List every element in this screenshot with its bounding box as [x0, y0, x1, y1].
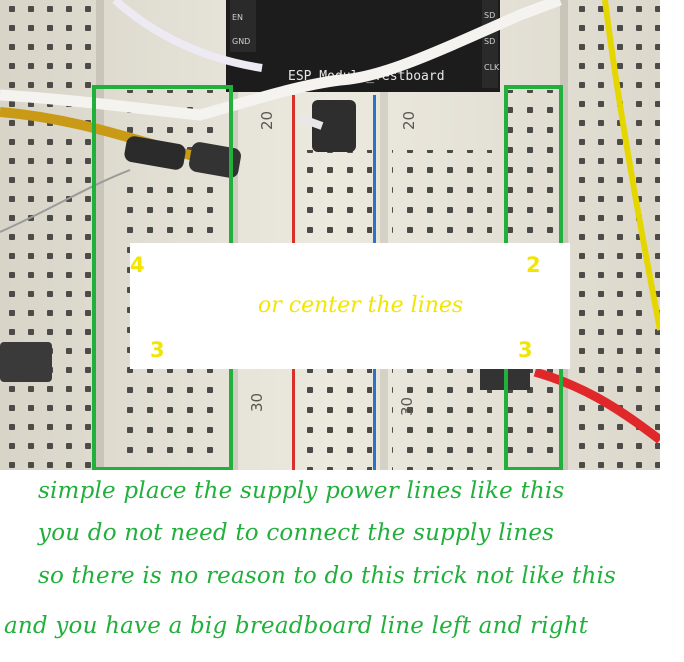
center-lines-note: or center the lines: [258, 293, 464, 318]
left-terminal-holes: [0, 0, 95, 470]
wire-head-center: [298, 100, 356, 152]
yellow-wire-right: [602, 0, 660, 331]
pin-label-gnd: GND: [232, 37, 250, 46]
caption-line-4: and you have a big breadboard line left …: [4, 613, 589, 639]
row-label-30-right: 30: [398, 397, 416, 416]
number-4-label: 4: [130, 253, 145, 277]
overlay-panel: 4 2 or center the lines 3 3: [130, 243, 570, 369]
jumper-block: [0, 342, 52, 382]
right-groove: [560, 0, 568, 470]
left-groove: [96, 0, 104, 470]
number-2-label: 2: [526, 253, 541, 277]
row-label-30-left: 30: [248, 393, 266, 412]
caption-line-1: simple place the supply power lines like…: [38, 478, 565, 504]
pin-label-sd1: SD: [484, 11, 495, 20]
row-label-20-right: 20: [400, 111, 418, 130]
pin-label-sd2: SD: [484, 37, 495, 46]
pin-label-clk: CLK: [484, 63, 500, 72]
white-wire: [0, 0, 562, 121]
breadboard-photo: 20 20 30 30 ESP_Module_Testboard EN GND …: [0, 0, 660, 470]
wire-head-left: [124, 136, 241, 178]
row-label-20-left: 20: [258, 111, 276, 130]
number-3-left-label: 3: [150, 338, 165, 362]
pin-label-en: EN: [232, 13, 243, 22]
groove-2: [232, 0, 238, 470]
red-wire: [533, 367, 660, 444]
number-3-right-label: 3: [518, 338, 533, 362]
caption-line-2: you do not need to connect the supply li…: [38, 520, 555, 546]
caption-line-3: so there is no reason to do this trick n…: [38, 563, 617, 589]
